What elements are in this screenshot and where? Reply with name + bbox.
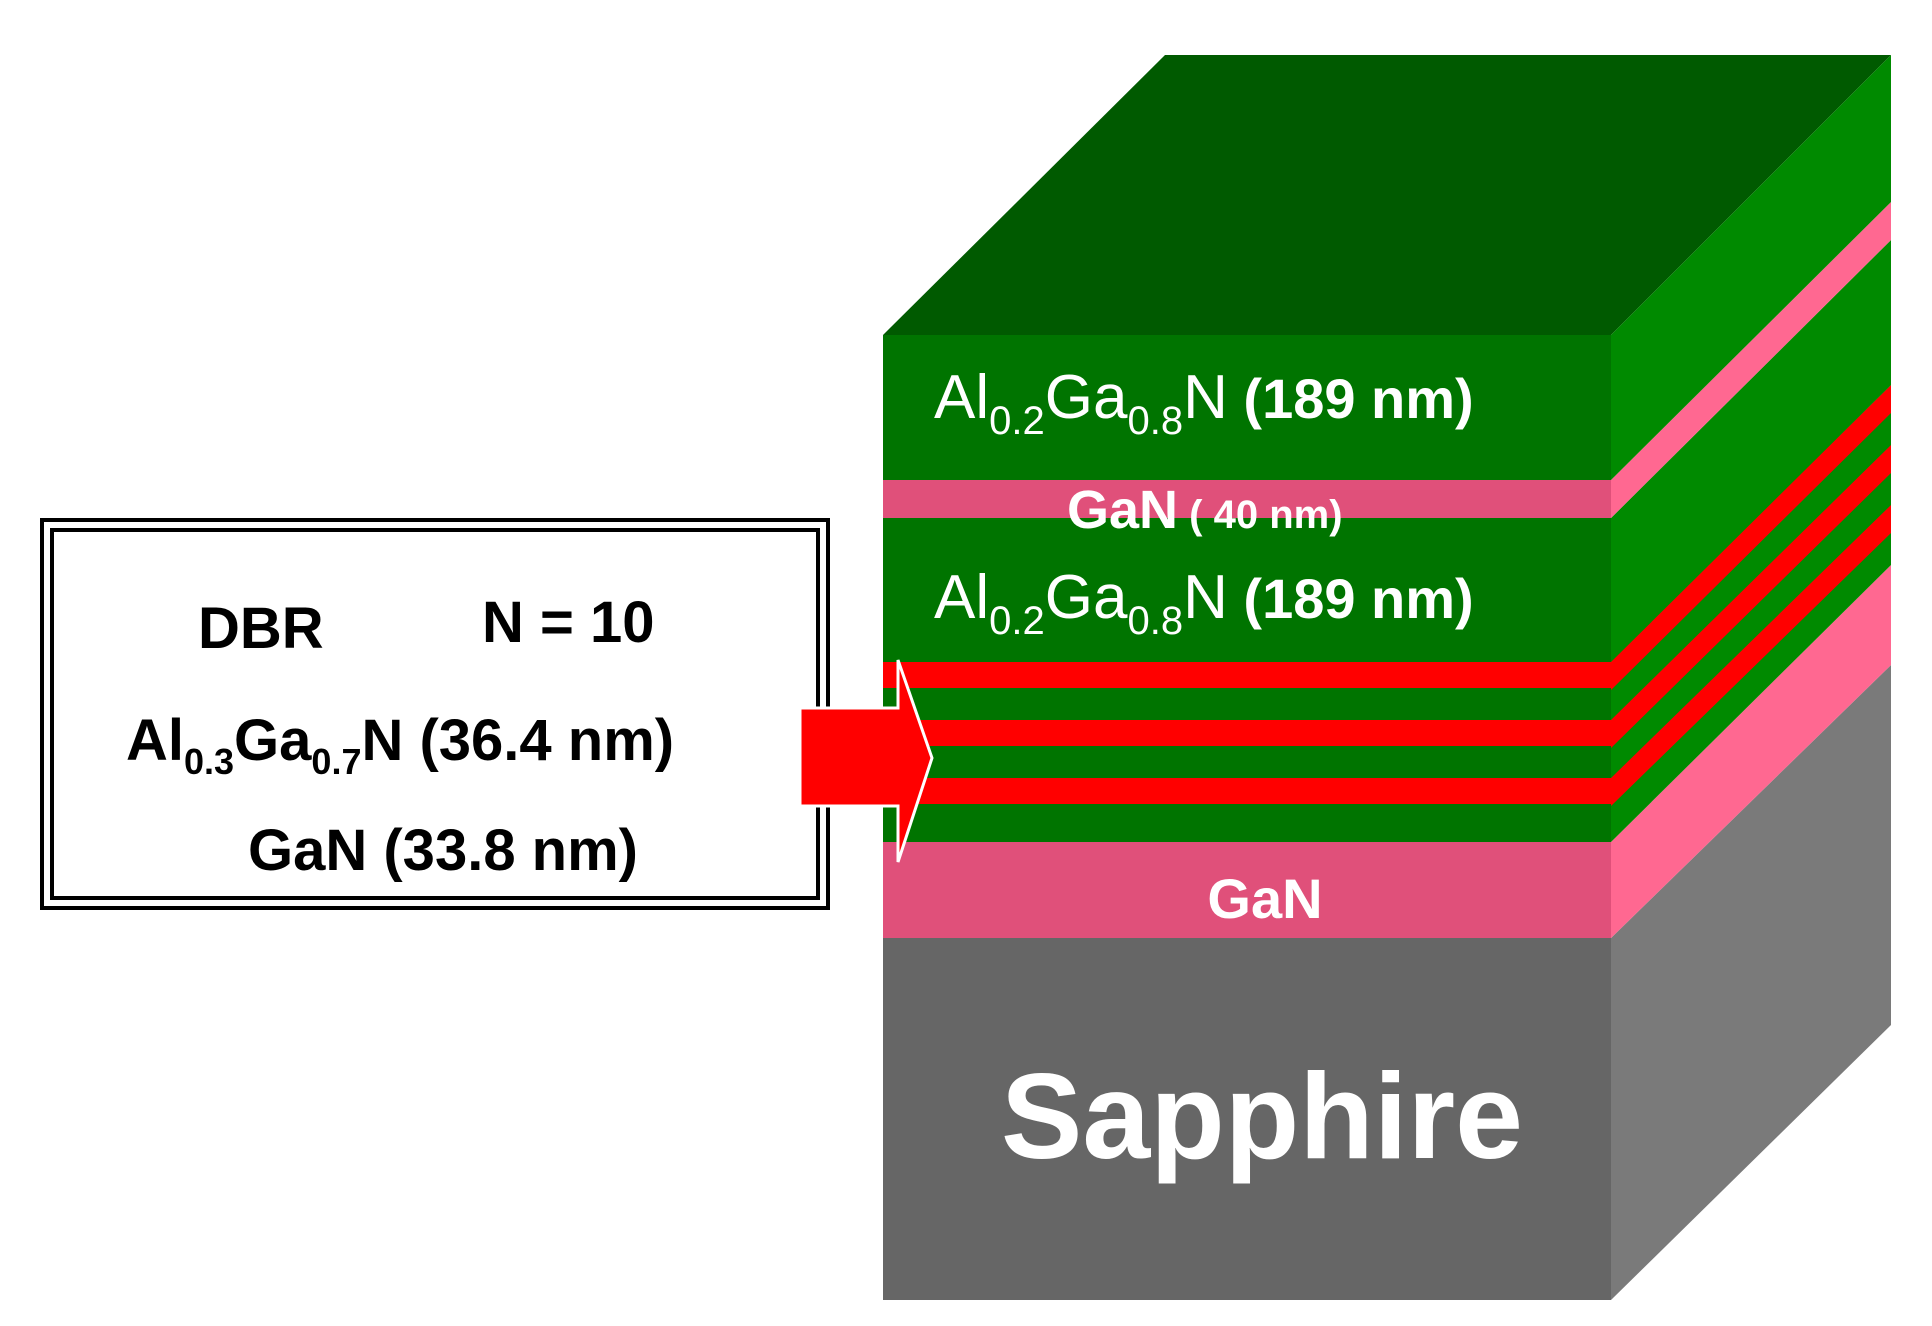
dbr-front-red-1 <box>883 662 1611 688</box>
spacer-gan-side-face <box>1611 202 1891 518</box>
spacer-gan-layer <box>883 202 1891 518</box>
dbr-front-red-3 <box>883 778 1611 804</box>
dbr-title: DBR <box>198 596 324 661</box>
top-algan-front-face <box>883 335 1611 480</box>
mid-algan-side-face <box>1611 240 1891 660</box>
dbr-side-red-3 <box>1611 505 1891 806</box>
dbr-layer1-label: Al0.3Ga0.7N (36.4 nm) <box>126 708 674 782</box>
dbr-front-red-2 <box>883 720 1611 746</box>
buffer-gan-label: GaN <box>1207 867 1322 930</box>
sapphire-side-face <box>1611 665 1891 1300</box>
buffer-gan-side-face <box>1611 565 1891 938</box>
sapphire-front-face <box>883 938 1611 1300</box>
top-algan-layer <box>883 55 1891 480</box>
dbr-front-green <box>883 660 1611 842</box>
dbr-box-outer-border <box>40 518 830 910</box>
dbr-periods: N = 10 <box>482 590 655 655</box>
mid-algan-layer <box>883 240 1891 660</box>
sapphire-substrate <box>883 665 1891 1300</box>
buffer-gan-layer <box>883 565 1891 938</box>
dbr-stack <box>883 385 1891 842</box>
mid-algan-front-face <box>883 518 1611 660</box>
sapphire-label: Sapphire <box>1001 1048 1523 1184</box>
top-algan-top-face <box>883 55 1891 335</box>
spacer-gan-front-face <box>883 480 1611 518</box>
buffer-gan-front-face <box>883 842 1611 938</box>
dbr-info-box: DBR N = 10 Al0.3Ga0.7N (36.4 nm) GaN (33… <box>40 518 830 910</box>
dbr-layer2-label: GaN (33.8 nm) <box>248 818 638 883</box>
pointer-arrow-icon <box>798 659 934 863</box>
top-algan-side-face <box>1611 55 1891 480</box>
top-algan-label: Al0.2Ga0.8N (189 nm) <box>934 363 1474 443</box>
spacer-gan-label: GaN ( 40 nm) <box>1067 480 1343 540</box>
dbr-side-red-1 <box>1611 385 1891 690</box>
dbr-side-red-2 <box>1611 445 1891 748</box>
mid-algan-label: Al0.2Ga0.8N (189 nm) <box>934 563 1474 643</box>
